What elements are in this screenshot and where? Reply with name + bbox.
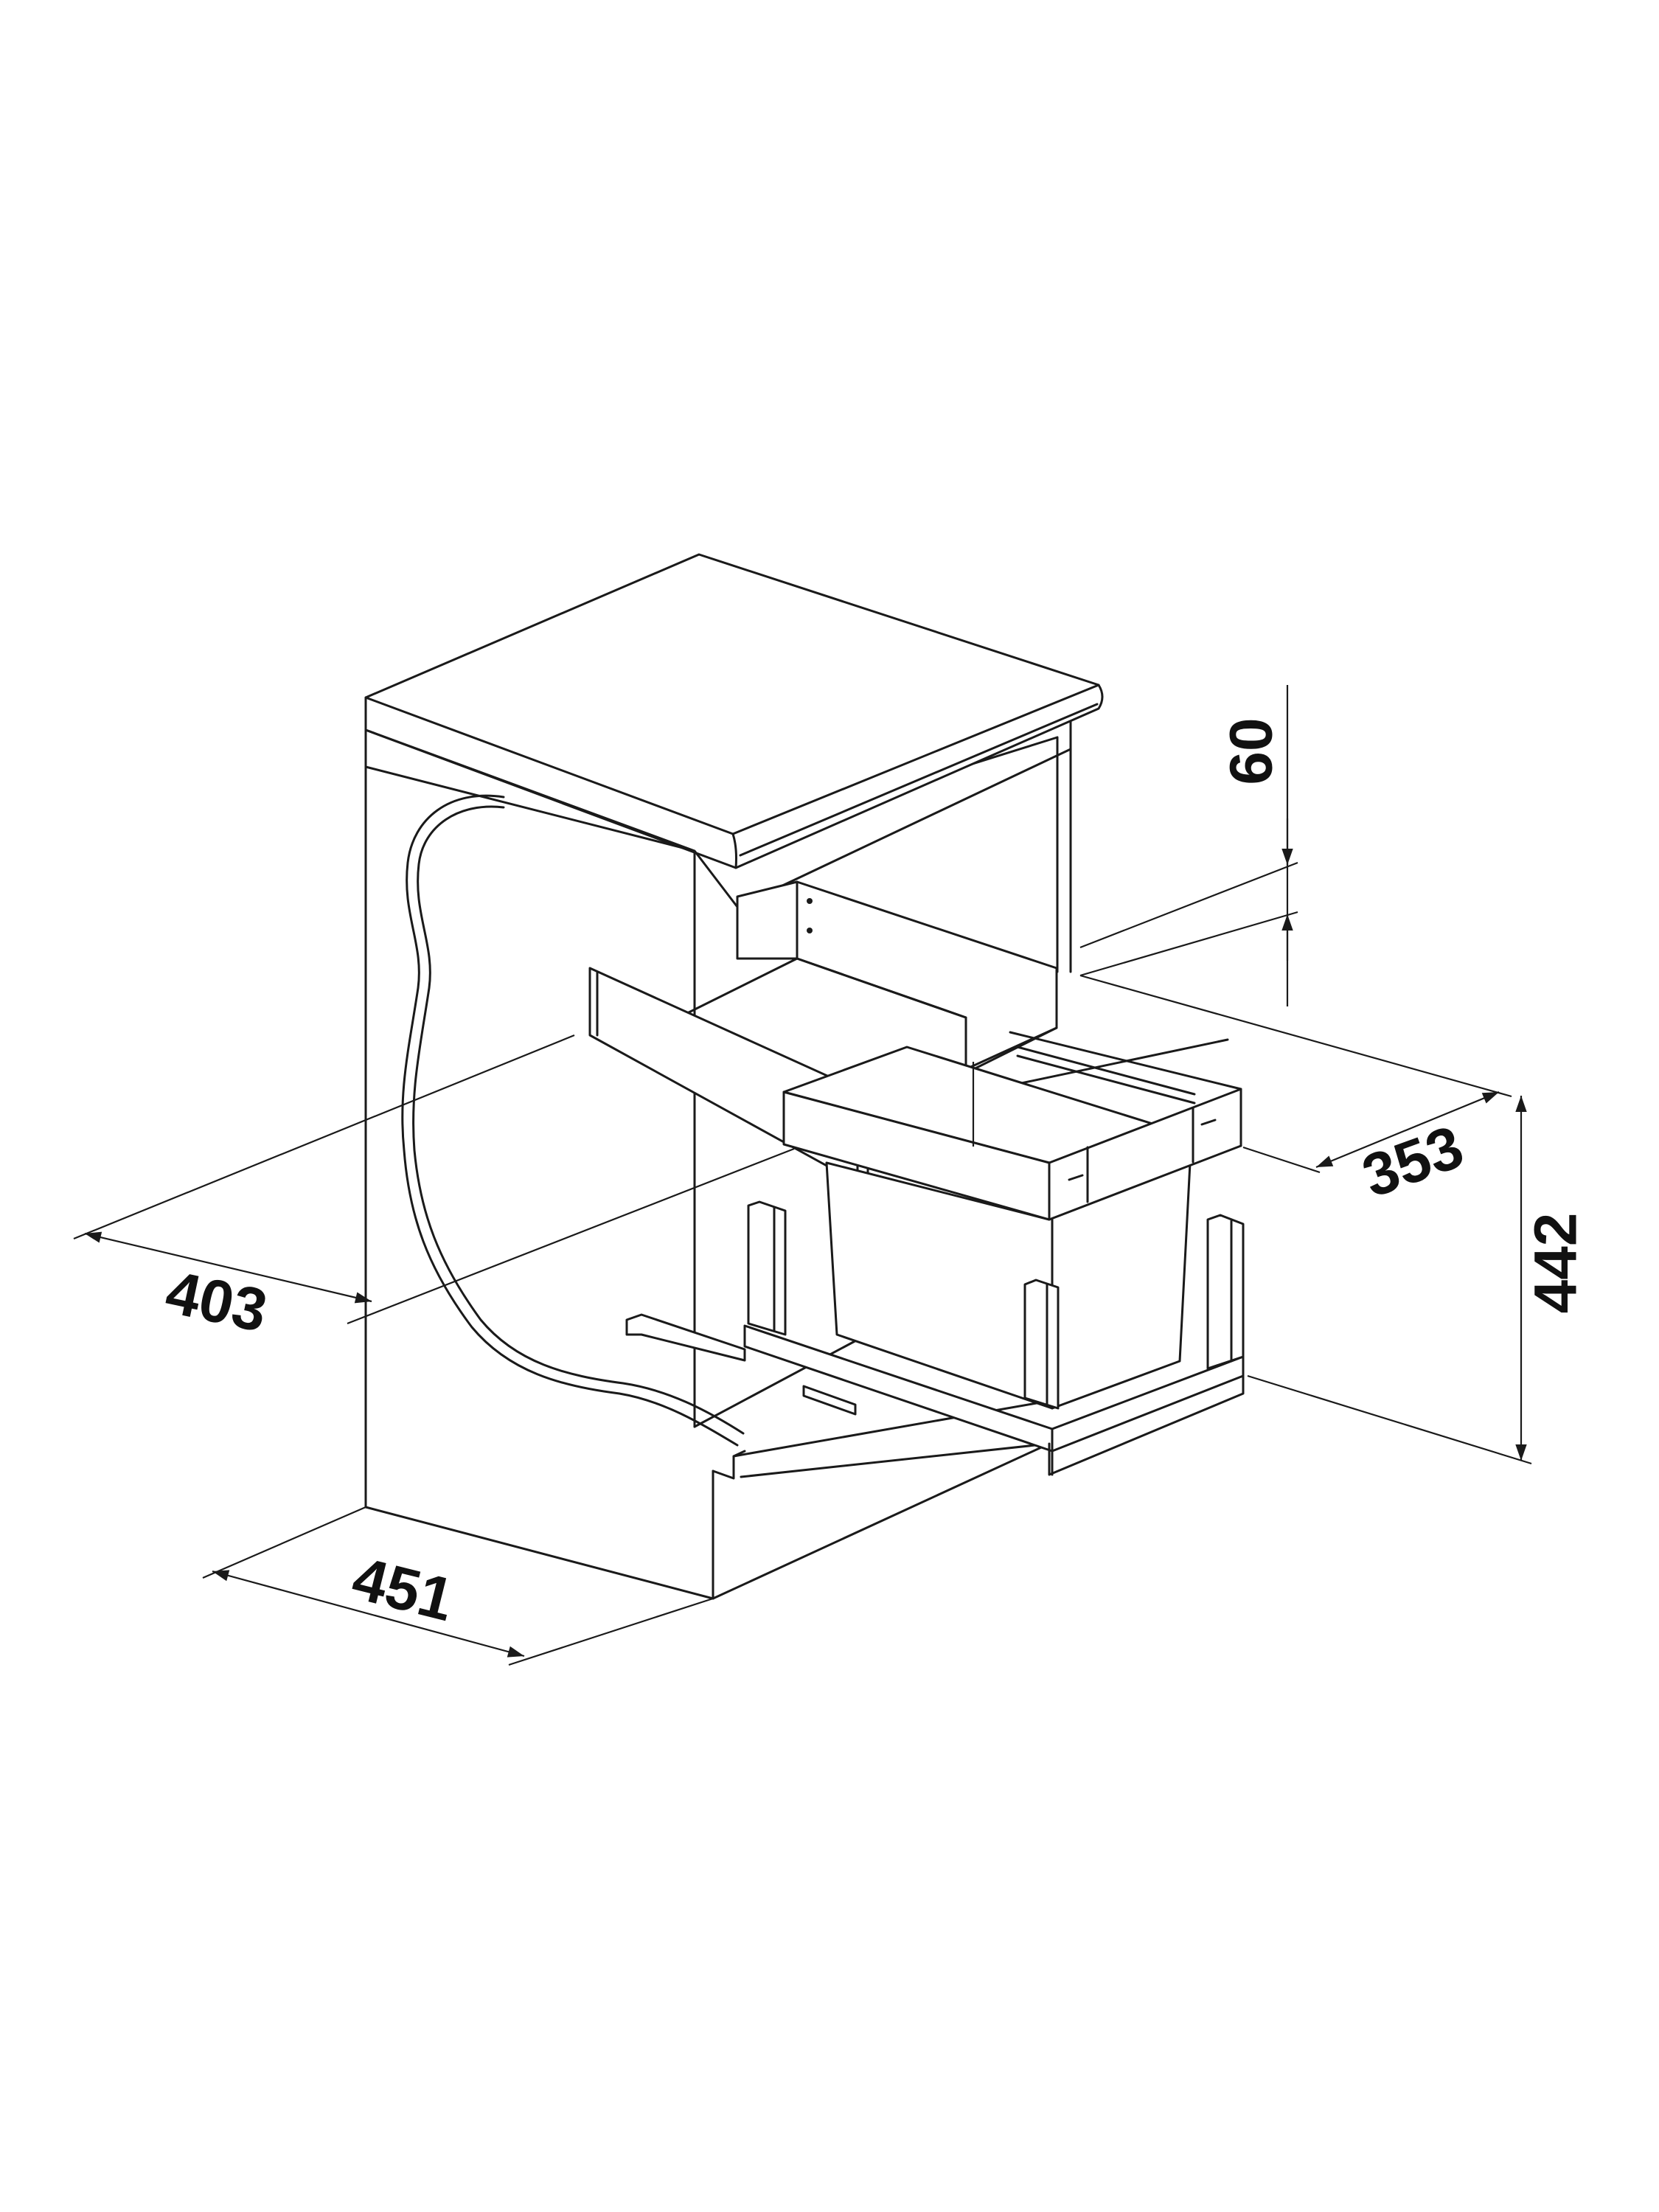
dimension-353 (1079, 974, 1512, 1174)
dimension-label-442: 442 (1522, 1212, 1590, 1314)
dimension-451 (202, 1506, 714, 1666)
countertop (364, 553, 1104, 908)
dimension-60 (1079, 685, 1298, 1006)
bowden-cable (401, 794, 745, 1447)
dimension-label-60: 60 (1217, 717, 1285, 785)
dimension-442 (1247, 1096, 1532, 1465)
dimension-403 (73, 1034, 795, 1325)
pull-out-frame (625, 1200, 1245, 1476)
waste-bin (782, 1031, 1242, 1410)
